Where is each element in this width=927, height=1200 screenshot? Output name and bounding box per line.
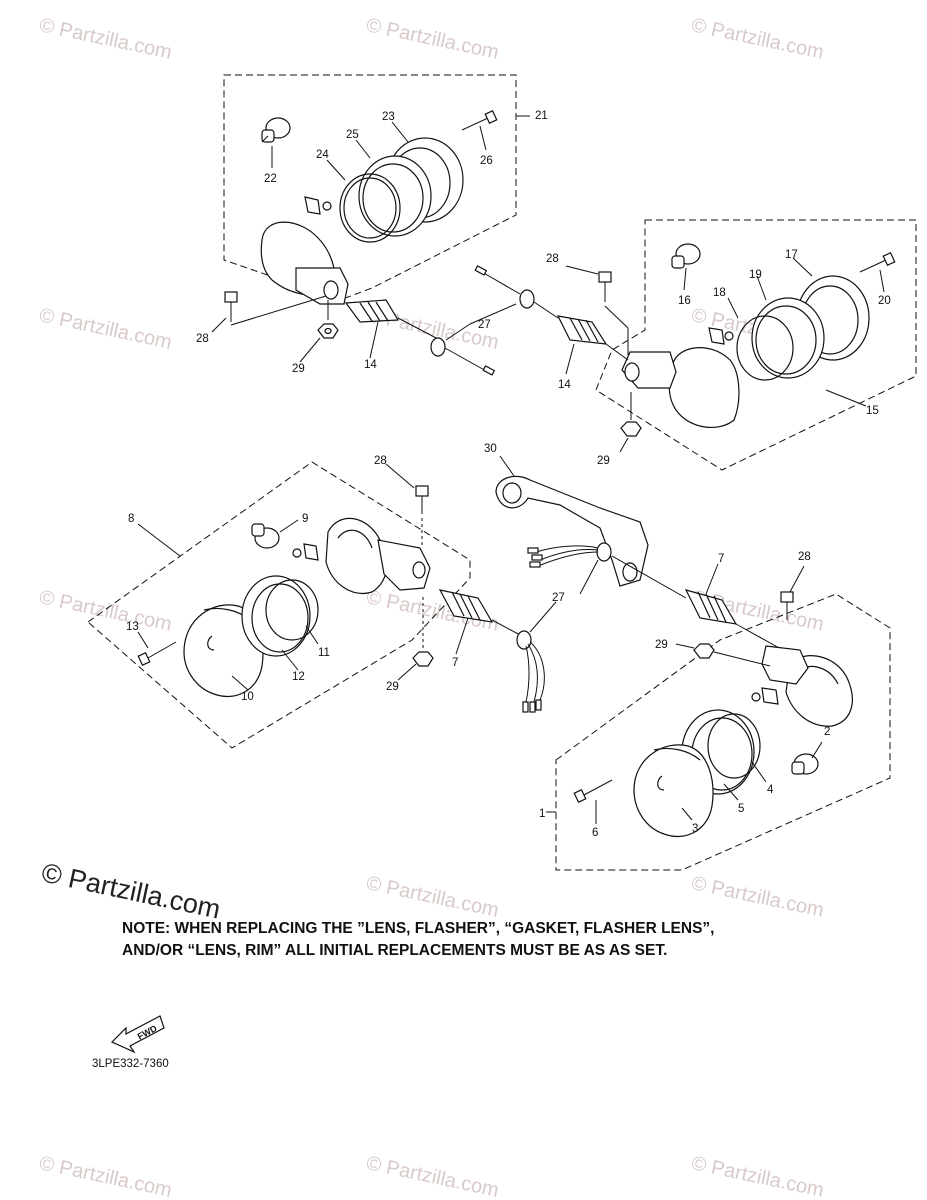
callout-18: 18 <box>713 287 726 299</box>
callout-29: 29 <box>597 455 610 467</box>
replacement-note: NOTE: WHEN REPLACING THE ”LENS, FLASHER”… <box>122 918 862 962</box>
rim-25 <box>358 155 432 237</box>
bulb-2 <box>791 753 819 775</box>
callout-13: 13 <box>126 621 139 633</box>
nut-29 <box>620 421 642 437</box>
callout-21: 21 <box>535 110 548 122</box>
bolt-28 <box>598 271 612 302</box>
callout-23: 23 <box>382 111 395 123</box>
cable-27 <box>527 542 687 599</box>
callout-3: 3 <box>692 823 698 835</box>
group-boundary <box>87 461 471 749</box>
callout-27: 27 <box>478 319 491 331</box>
flasher-assembly-21 <box>223 74 517 305</box>
callout-10: 10 <box>241 691 254 703</box>
callout-22: 22 <box>264 173 277 185</box>
bolt-28 <box>780 591 794 620</box>
flasher-body <box>761 645 853 727</box>
callout-2: 2 <box>824 726 830 738</box>
cable-27 <box>516 630 545 713</box>
callout-20: 20 <box>878 295 891 307</box>
callout-14: 14 <box>558 379 571 391</box>
group-boundary <box>555 593 891 871</box>
callout-17: 17 <box>785 249 798 261</box>
callout-28: 28 <box>196 333 209 345</box>
callout-4: 4 <box>767 784 774 796</box>
callout-5: 5 <box>738 803 744 815</box>
bracket-30 <box>495 475 649 587</box>
callout-7: 7 <box>452 657 458 669</box>
callout-28: 28 <box>374 455 387 467</box>
screw-6 <box>573 779 613 804</box>
callout-14: 14 <box>364 359 377 371</box>
flasher-body <box>260 221 349 305</box>
callout-24: 24 <box>316 149 329 161</box>
screw-13 <box>137 641 177 667</box>
callout-16: 16 <box>678 295 691 307</box>
callout-8: 8 <box>128 513 134 525</box>
callout-27: 27 <box>552 592 565 604</box>
callout-29: 29 <box>292 363 305 375</box>
flasher-assembly-1 <box>555 593 891 871</box>
callout-28: 28 <box>798 551 811 563</box>
cable-27 <box>430 337 496 376</box>
diagram-code: 3LPE332-7360 <box>92 1058 169 1070</box>
note-line-2: AND/OR “LENS, RIM” ALL INITIAL REPLACEME… <box>122 942 668 959</box>
note-line-1: NOTE: WHEN REPLACING THE ”LENS, FLASHER”… <box>122 920 715 937</box>
nut-29 <box>693 643 715 659</box>
flasher-body <box>325 517 431 594</box>
bolt-28 <box>224 291 238 322</box>
group-boundary <box>595 219 917 471</box>
bulb-9 <box>251 523 280 549</box>
cable-27 <box>474 265 559 319</box>
bracket-clip <box>304 196 332 215</box>
callout-6: 6 <box>592 827 598 839</box>
bolt-28 <box>415 485 429 514</box>
rim-19 <box>751 297 825 379</box>
bracket-clip <box>708 327 734 345</box>
leader-lines <box>137 115 885 824</box>
lens-3 <box>633 744 714 838</box>
gasket-18 <box>736 315 794 381</box>
bulb-22 <box>261 117 291 143</box>
stem-14 <box>556 315 629 361</box>
flasher-assembly-15 <box>595 219 917 471</box>
callout-11: 11 <box>318 647 330 659</box>
bracket-clip <box>751 687 779 705</box>
stem-14 <box>344 299 441 341</box>
gasket-24 <box>339 173 401 243</box>
gasket-11 <box>265 579 319 641</box>
nut-29 <box>412 651 434 667</box>
callout-26: 26 <box>480 155 493 167</box>
callout-1: 1 <box>539 808 545 820</box>
callout-29: 29 <box>386 681 399 693</box>
bracket-clip <box>292 543 319 561</box>
callout-28: 28 <box>546 253 559 265</box>
screw-26 <box>461 109 498 131</box>
stem-7 <box>438 589 523 637</box>
gasket-4 <box>707 713 761 779</box>
nut-29 <box>317 323 339 339</box>
callout-29: 29 <box>655 639 668 651</box>
callout-labels: 1 2 3 4 5 6 7 7 8 9 10 11 12 13 14 14 15… <box>126 110 891 839</box>
callout-15: 15 <box>866 405 879 417</box>
callout-30: 30 <box>484 443 497 455</box>
callout-9: 9 <box>302 513 308 525</box>
callout-12: 12 <box>292 671 305 683</box>
forward-arrow-icon: FWD <box>110 1015 165 1054</box>
screw-20 <box>859 251 896 273</box>
callout-19: 19 <box>749 269 762 281</box>
callout-7: 7 <box>718 553 724 565</box>
bulb-16 <box>671 243 701 269</box>
callout-25: 25 <box>346 129 359 141</box>
group-boundary <box>223 74 517 301</box>
rim-12 <box>241 575 311 657</box>
flasher-body <box>621 347 740 428</box>
flasher-assembly-8 <box>87 461 471 749</box>
